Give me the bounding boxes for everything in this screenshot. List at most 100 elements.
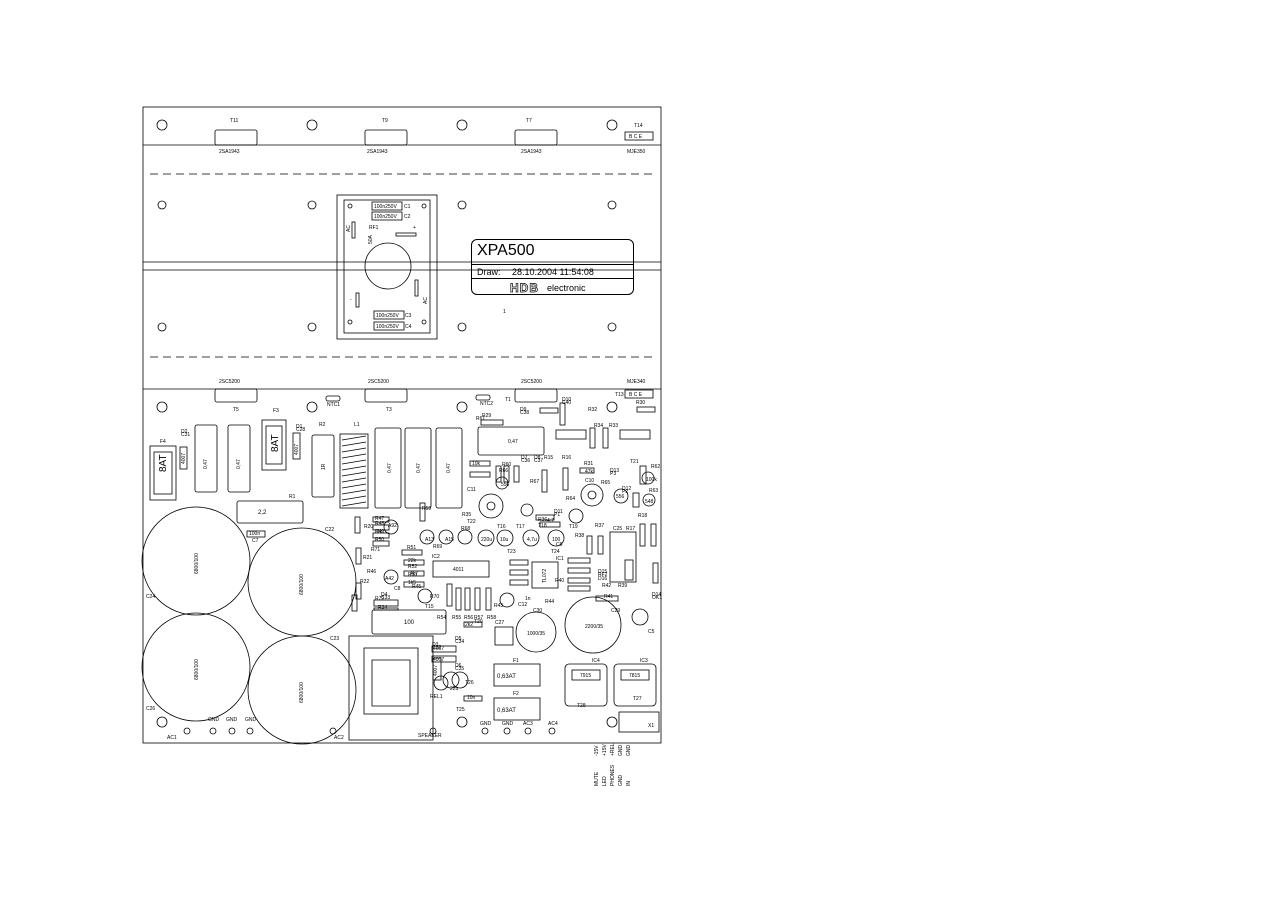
ref-d4: D4: [381, 592, 388, 598]
value-label: 22k: [408, 558, 417, 564]
ref-d14: D14: [652, 592, 661, 598]
re4-value: 0,47: [416, 463, 422, 473]
ic3-ref: IC3: [640, 658, 648, 664]
ref-d15: D15: [598, 569, 607, 575]
part-t3: 2SC5200: [368, 379, 389, 385]
ref-d3: D3: [432, 642, 439, 648]
ref-r38: R38: [575, 533, 584, 539]
f1-ref: F1: [513, 658, 519, 664]
ref-t1: T1: [505, 397, 511, 403]
ref-t21: T21: [630, 459, 639, 465]
c30-ref: C30: [533, 608, 542, 614]
ref-r69: R69: [433, 544, 442, 550]
value-label: 548: [645, 499, 654, 505]
mounting-holes: [156, 119, 618, 728]
value-label: 10n: [467, 695, 476, 701]
d1-part: 4007: [294, 444, 300, 455]
value-label: 100: [552, 537, 561, 543]
c1-ref: C1: [404, 204, 411, 210]
re3-value: 0,47: [387, 463, 393, 473]
value-label: 4,7: [547, 518, 554, 524]
c7-ref: C7: [252, 538, 259, 544]
ref-d13: D13: [610, 468, 619, 474]
ref-c11: C11: [467, 487, 476, 493]
sheet-number: 1: [503, 309, 506, 315]
ref-r32: R32: [588, 407, 597, 413]
ref-t9: T9: [382, 118, 388, 124]
ref-t3: T3: [386, 407, 392, 413]
rectifier-labels: 100n250V C1 100n250V C2 100n250V C3 100n…: [346, 204, 429, 330]
part-t7: 2SA1943: [521, 149, 542, 155]
ref-d8: D8: [534, 455, 541, 461]
ref-r62: R62: [651, 464, 660, 470]
ref-r43: R43: [494, 603, 503, 609]
ref-t13: T13: [615, 392, 624, 398]
pins-t14: B C E: [629, 134, 643, 140]
ref-r56: R56: [464, 615, 473, 621]
d6-part: 4007: [433, 657, 444, 663]
ref-r54: R54: [437, 615, 446, 621]
ref-t11: T11: [230, 118, 238, 124]
c22-value: 6800/100: [299, 574, 305, 595]
ref-r39: R39: [618, 583, 627, 589]
x1-pin-mute: MUTE: [594, 771, 600, 786]
ref-c27: C27: [495, 620, 504, 626]
f4-value: 8AT: [158, 454, 169, 472]
value-label: 10k: [472, 461, 481, 467]
value-label: 22u: [450, 686, 459, 692]
pins-t13: B C E: [629, 392, 643, 398]
ref-r70: R70: [430, 594, 439, 600]
value-label: 2k2: [465, 622, 473, 628]
ref-r41: R41: [604, 594, 613, 600]
ref-r15: R15: [544, 455, 553, 461]
ref-r58: R58: [487, 615, 496, 621]
ref-r36: R36: [538, 517, 547, 523]
ref-d7: D7: [521, 455, 528, 461]
ntc2-ref: NTC2: [480, 401, 493, 407]
ref-r46: R46: [367, 569, 376, 575]
c3-ref: C3: [405, 313, 412, 319]
c29-value: 2200/35: [585, 624, 603, 630]
ref-t20: T20: [474, 619, 483, 625]
ref-t17: T17: [516, 524, 525, 530]
rf1-pin-minus: -: [350, 297, 352, 303]
f4-ref: F4: [160, 439, 166, 445]
conn-gnd2: GND: [226, 717, 238, 723]
ref-r21: R21: [363, 555, 372, 561]
ic2-part: 4011: [453, 567, 464, 573]
power-labels: F4 8AT F3 8AT 0,47 0,47 0,47 0,47 0,47 0…: [146, 401, 648, 714]
ref-t19: T19: [569, 524, 578, 530]
ref-t28: T28: [577, 703, 586, 709]
ref-d9: D9: [520, 407, 527, 413]
c1-value: 100n250V: [374, 204, 397, 210]
l1-ref: L1: [354, 422, 360, 428]
ref-c38: C38: [520, 410, 529, 416]
x1-pin-in: IN: [626, 781, 632, 786]
f3-ref: F3: [273, 408, 279, 414]
ref-r65: R65: [601, 480, 610, 486]
c24-ref: C24: [146, 594, 155, 600]
ref-rf2: RF2: [598, 572, 608, 578]
ref-c25: C25: [613, 526, 622, 532]
value-label: 1n: [525, 596, 531, 602]
ref-r16: R16: [562, 455, 571, 461]
heatsink-labels: T11 T9 T7 T14 2SA1943 2SA1943 2SA1943 MJ…: [219, 118, 646, 413]
c24-value: 6800/100: [194, 553, 200, 574]
value-label: 556: [616, 494, 625, 500]
ref-r55: R55: [452, 615, 461, 621]
part-t13: MJE340: [627, 379, 646, 385]
ref-d2: D2: [181, 429, 188, 435]
value-label: 1k: [377, 529, 383, 535]
ref-p3: P3: [610, 471, 616, 477]
ref-r45: R45: [412, 584, 421, 590]
conn-ac4: AC4: [548, 721, 558, 727]
connector-labels: AC1 GND GND GND AC2 SPEAKER GND GND AC3 …: [167, 717, 654, 786]
ref-r29: R29: [482, 413, 491, 419]
ref-t26: T26: [465, 680, 474, 686]
ref-r17: R17: [626, 526, 635, 532]
ref-r57: R57: [474, 615, 483, 621]
rel1-ref: REL1: [430, 694, 443, 700]
title-divider-1: [472, 264, 633, 265]
d2-part: 4007: [181, 453, 187, 464]
